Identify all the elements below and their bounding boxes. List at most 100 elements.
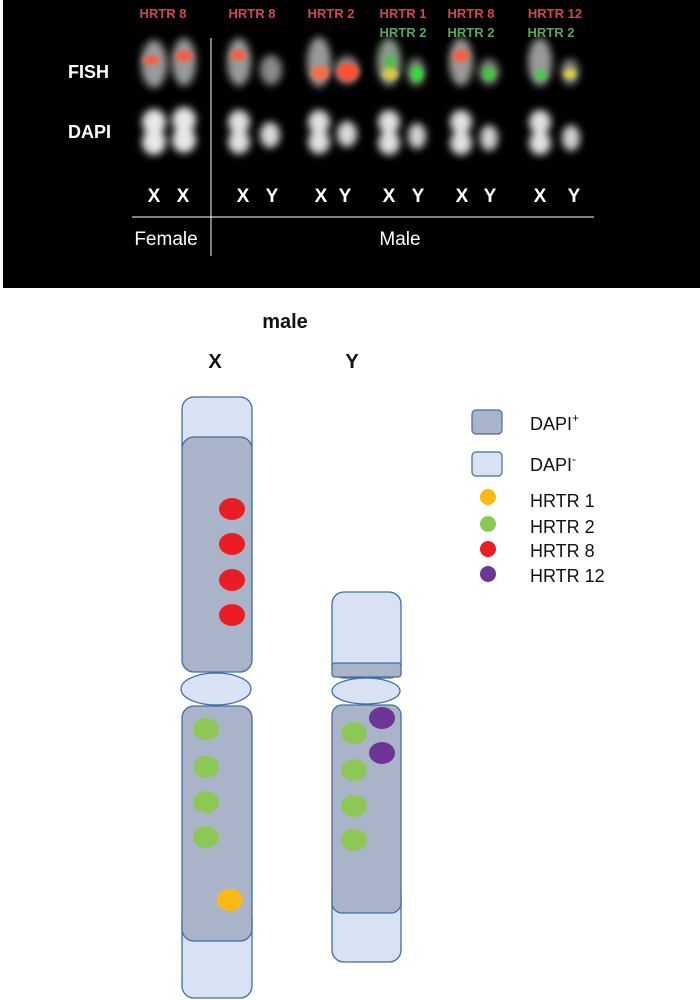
- fish-signal-red: [453, 50, 469, 62]
- probe-labels: HRTR 8 HRTR 8 HRTR 2 HRTR 1 HRTR 2 HRTR …: [140, 6, 583, 40]
- row-label-fish: FISH: [68, 62, 109, 82]
- dapi-blob: [172, 127, 196, 153]
- chromosome-x-heading: X: [208, 351, 222, 373]
- fish-signal-green: [483, 68, 495, 80]
- signal-hrtr2: [193, 718, 219, 740]
- signal-hrtr2: [193, 756, 219, 778]
- y-chromosome-diagram: [331, 591, 402, 963]
- dapi-blob: [172, 107, 196, 133]
- signal-hrtr8: [219, 569, 245, 591]
- row-label-dapi: DAPI: [68, 122, 111, 142]
- dapi-blob: [228, 130, 250, 154]
- probe-label: HRTR 2: [528, 25, 575, 40]
- chromosome-label: X: [534, 186, 547, 207]
- legend-label-text: DAPI: [530, 414, 572, 434]
- fish-signal-red: [142, 56, 160, 64]
- probe-label: HRTR 8: [229, 6, 276, 21]
- dapi-blob: [260, 122, 280, 148]
- dapi-blob: [337, 121, 357, 147]
- x-chromosome-diagram: [180, 396, 253, 999]
- chromosome-label: Y: [484, 186, 497, 207]
- chromosome-labels: X X X Y X Y X Y X Y X Y: [148, 186, 581, 207]
- signal-hrtr2: [341, 759, 367, 781]
- fish-signals: [142, 50, 576, 81]
- legend-label: HRTR 8: [530, 541, 595, 561]
- group-label-male: Male: [379, 229, 420, 250]
- dapi-blob: [378, 110, 400, 134]
- y-chromosome-signals: [341, 707, 395, 851]
- chromosome-label: Y: [266, 186, 279, 207]
- dapi-blob: [228, 110, 250, 134]
- legend-swatch-dapi-negative: [471, 451, 503, 477]
- dapi-blob: [142, 109, 166, 135]
- dapi-blob: [450, 131, 472, 155]
- chromosome-label: X: [315, 186, 328, 207]
- x-centromere: [180, 672, 252, 706]
- fish-signal-yellow: [564, 69, 576, 79]
- legend: DAPI+ DAPI- HRTR 1 HRTR 2 HRTR 8 HRTR 12: [471, 409, 605, 586]
- chromosome-label: Y: [412, 186, 425, 207]
- signal-hrtr2: [341, 722, 367, 744]
- signal-hrtr2: [341, 795, 367, 817]
- y-centromere: [331, 677, 401, 705]
- x-upper-arm: [181, 436, 253, 673]
- schematic-title: male: [262, 311, 308, 333]
- chromosome-label: X: [383, 186, 396, 207]
- dapi-blob: [308, 110, 330, 134]
- dapi-row-images: [142, 107, 580, 155]
- chromosome-label: Y: [339, 186, 352, 207]
- fish-signal-yellow: [382, 68, 398, 80]
- signal-hrtr12: [369, 742, 395, 764]
- chromosome-label: X: [237, 186, 250, 207]
- probe-label: HRTR 2: [308, 6, 355, 21]
- legend-label: DAPI+: [530, 411, 579, 434]
- chromosome-label: X: [148, 186, 161, 207]
- dapi-blob: [408, 123, 426, 149]
- fish-blob: [141, 40, 167, 88]
- chromosome-label: X: [456, 186, 469, 207]
- dapi-blob: [450, 110, 472, 134]
- dapi-blob: [378, 131, 400, 155]
- signal-hrtr8: [219, 498, 245, 520]
- signal-hrtr2: [341, 829, 367, 851]
- legend-swatch-dapi-positive: [471, 409, 503, 435]
- dapi-blob: [480, 125, 498, 151]
- fish-blob: [172, 38, 196, 86]
- x-lower-arm: [181, 705, 253, 942]
- signal-hrtr12: [369, 707, 395, 729]
- chromosome-label: Y: [568, 186, 581, 207]
- signal-hrtr8: [219, 604, 245, 626]
- legend-label-sup: +: [572, 411, 579, 425]
- fish-blob: [260, 55, 282, 85]
- fish-blob: [227, 38, 251, 86]
- probe-label: HRTR 12: [528, 6, 582, 21]
- signal-hrtr2: [193, 826, 219, 848]
- dapi-blob: [308, 130, 330, 154]
- dapi-blob: [562, 125, 580, 151]
- legend-label: HRTR 2: [530, 517, 595, 537]
- schematic: male X Y: [180, 311, 605, 999]
- fish-signal-red: [337, 63, 359, 81]
- legend-label-text: DAPI: [530, 455, 572, 475]
- legend-dot-hrtr8: [480, 541, 496, 557]
- legend-label: HRTR 12: [530, 566, 605, 586]
- probe-label: HRTR 8: [140, 6, 187, 21]
- microscopy-panel: HRTR 8 HRTR 8 HRTR 2 HRTR 1 HRTR 2 HRTR …: [3, 0, 700, 288]
- legend-label-sup: -: [572, 452, 576, 466]
- dapi-blob: [529, 110, 551, 134]
- probe-label: HRTR 2: [448, 25, 495, 40]
- fish-signal-red: [230, 50, 246, 60]
- x-chromosome-signals: [193, 498, 245, 911]
- group-label-female: Female: [134, 229, 197, 250]
- signal-hrtr1: [217, 889, 243, 911]
- fish-signal-red: [175, 51, 193, 61]
- dapi-blob: [529, 131, 551, 155]
- legend-label: DAPI-: [530, 452, 576, 475]
- probe-label: HRTR 1: [380, 6, 427, 21]
- fish-signal-green: [411, 67, 423, 81]
- dapi-blob: [142, 129, 166, 155]
- y-top-band: [331, 662, 402, 678]
- signal-hrtr2: [193, 791, 219, 813]
- fish-signal-green: [384, 56, 396, 68]
